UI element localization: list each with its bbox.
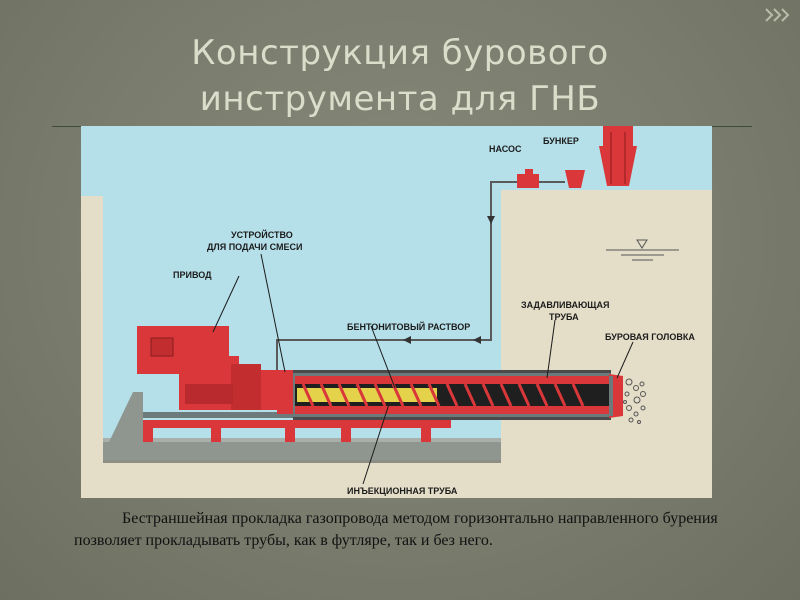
leader-lines (212, 253, 634, 485)
label-drive: ПРИВОД (173, 270, 212, 280)
slide-caption: Бестраншейная прокладка газопровода мето… (74, 510, 718, 549)
label-mix-device-2: ДЛЯ ПОДАЧИ СМЕСИ (207, 242, 302, 252)
label-push-pipe-1: ЗАДАВЛИВАЮЩАЯ (521, 300, 609, 310)
chevron-right-icon (765, 8, 790, 22)
label-mix-device-1: УСТРОЙСТВО (231, 229, 293, 240)
small-hopper (565, 170, 585, 188)
drive-unit (137, 326, 277, 410)
label-push-pipe-2: ТРУБА (549, 312, 579, 322)
feed-device (277, 370, 293, 414)
auger-screw (301, 383, 585, 407)
slide-title: Конструкция бурового инструмента для ГНБ (0, 30, 800, 122)
drill-spoil (623, 378, 646, 424)
title-line-1: Конструкция бурового (191, 33, 609, 73)
concrete-bed (103, 441, 501, 460)
supply-pipe (276, 181, 517, 372)
soil-right-bank (501, 190, 712, 498)
water-level-icon (606, 239, 679, 261)
label-drill-head: БУРОВАЯ ГОЛОВКА (605, 332, 695, 342)
hopper-tower (599, 126, 637, 186)
bentonite-flow (297, 388, 437, 402)
drilling-tool-diagram: НАСОС БУНКЕР УСТРОЙСТВО ДЛЯ ПОДАЧИ СМЕСИ… (81, 126, 712, 498)
soil-floor (81, 462, 501, 498)
wedge-support (109, 392, 143, 442)
label-bentonite: БЕНТОНИТОВЫЙ РАСТВОР (347, 321, 470, 332)
title-line-2: инструмента для ГНБ (199, 79, 601, 119)
ground-line (103, 460, 501, 463)
pump (517, 174, 539, 188)
label-hopper: БУНКЕР (543, 136, 579, 146)
soil-left-wall (81, 196, 103, 498)
label-injection-pipe: ИНЪЕКЦИОННАЯ ТРУБА (347, 486, 458, 496)
label-pump: НАСОС (489, 144, 522, 154)
